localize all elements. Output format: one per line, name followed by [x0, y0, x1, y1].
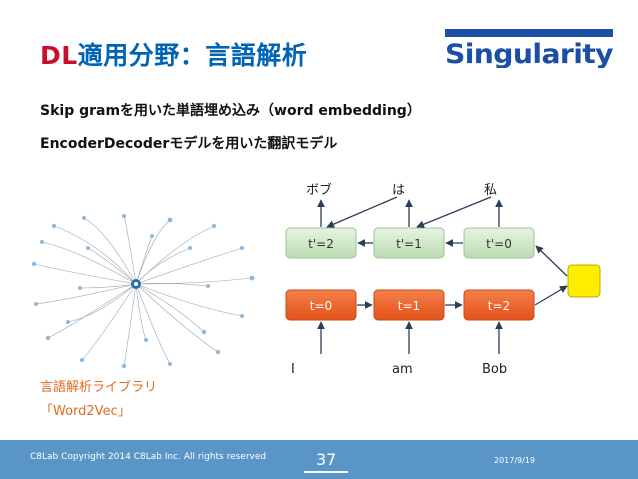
feedback-arrow-1	[417, 197, 491, 227]
encoder-cell-2-label: t=2	[488, 299, 510, 313]
logo-text: Singularity	[445, 39, 614, 68]
caption-line-1: 言語解析ライブラリ	[40, 376, 157, 395]
encoder-decoder-diagram: ボブ は 私 t'=2 t'=1 t'=0 t=0 t=1 t=2	[280, 172, 610, 382]
singularity-logo: Singularity	[441, 24, 617, 68]
bullet-encoder-decoder: EncoderDecoderモデルを用いた翻訳モデル	[40, 133, 337, 153]
caption-line-2: 「Word2Vec」	[40, 400, 131, 419]
decoder-word-1: は	[392, 183, 405, 198]
slide-title: DL適用分野：言語解析	[40, 36, 307, 72]
input-word-0: I	[291, 362, 295, 377]
encoder-cell-1-label: t=1	[398, 299, 420, 313]
decoder-cell-0-label: t'=2	[308, 237, 334, 251]
input-word-2: Bob	[482, 362, 507, 377]
word2vec-graph-image	[28, 212, 260, 370]
bullet-skip-gram: Skip gramを用いた単語埋め込み（word embedding）	[40, 100, 421, 120]
input-word-1: am	[392, 362, 413, 377]
decoder-cell-2-label: t'=0	[486, 237, 512, 251]
context-vector	[568, 265, 600, 297]
footer-copyright: C8Lab Copyright 2014 C8Lab Inc. All righ…	[30, 452, 266, 462]
context-to-decoder	[536, 246, 567, 276]
decoder-word-0: ボブ	[306, 182, 332, 198]
footer-date: 2017/9/19	[494, 456, 535, 465]
encoder-to-context	[535, 286, 567, 305]
title-rest: 適用分野：言語解析	[78, 41, 308, 70]
decoder-cell-1-label: t'=1	[396, 237, 422, 251]
page-number: 37	[316, 450, 336, 469]
page-number-underline	[304, 471, 348, 473]
encoder-cell-0-label: t=0	[310, 299, 332, 313]
decoder-word-2: 私	[484, 183, 497, 198]
title-prefix: DL	[40, 41, 78, 70]
feedback-arrow-0	[327, 197, 397, 227]
